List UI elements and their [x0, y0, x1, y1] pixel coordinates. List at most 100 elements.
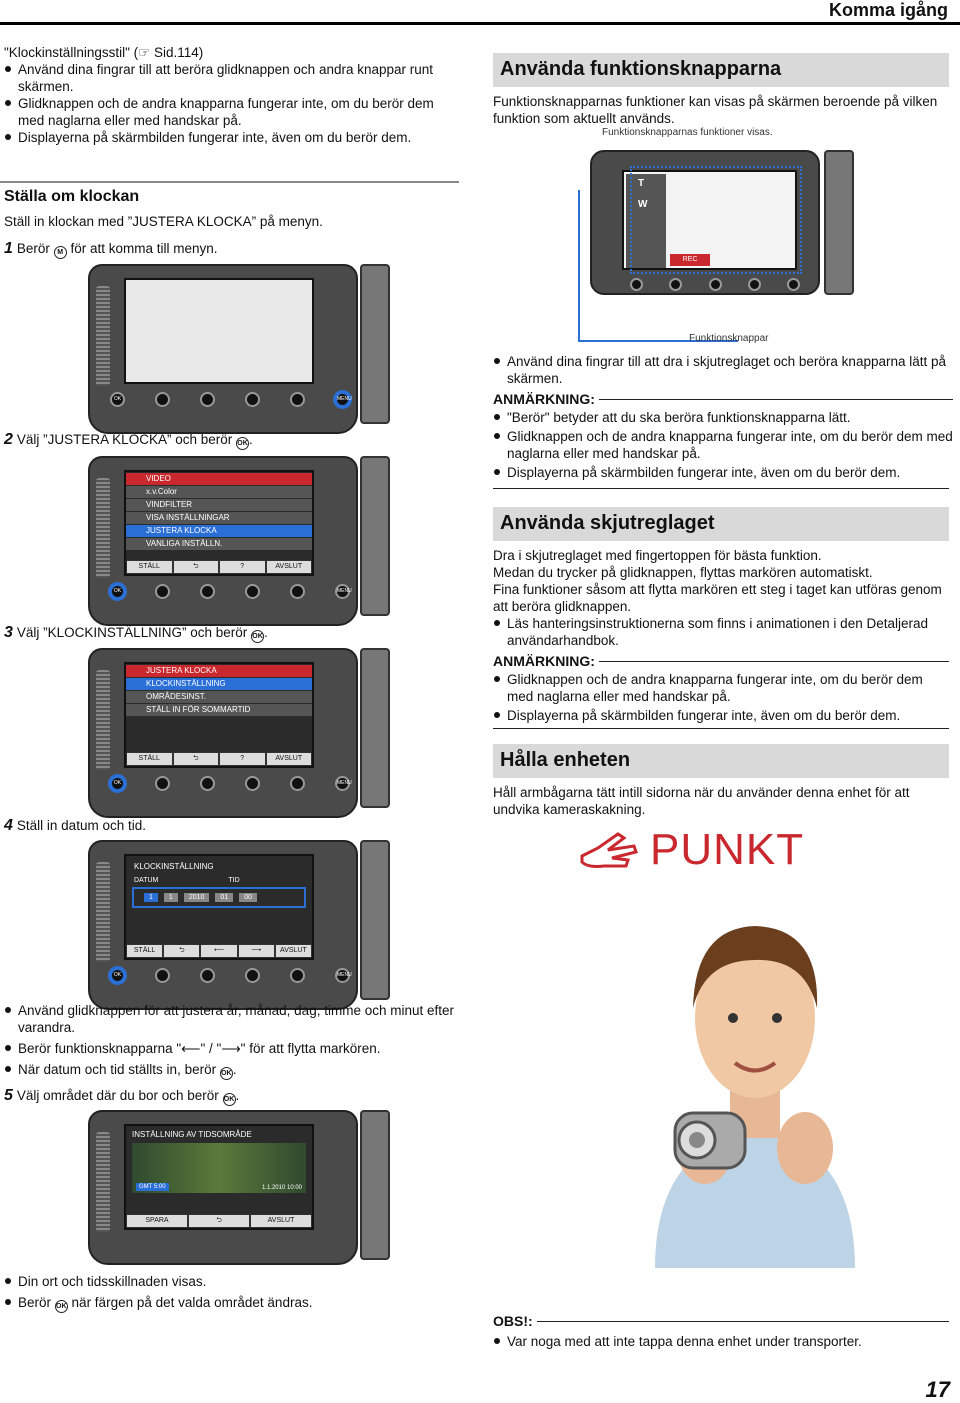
note-bullet: Displayerna på skärmbilden fungerar inte…	[493, 464, 953, 481]
note-bullet: Displayerna på skärmbilden fungerar inte…	[493, 707, 949, 724]
camera-buttons: OK MENU	[110, 968, 352, 983]
softkey: ⟶	[238, 945, 274, 957]
softkey: ⮌	[173, 753, 218, 765]
function-button-icon	[155, 584, 170, 599]
section-rule	[0, 181, 459, 183]
ok-button-icon: OK	[110, 776, 125, 791]
function-button-icon	[200, 584, 215, 599]
step-bullet: När datum och tid ställts in, berör OK.	[4, 1061, 474, 1080]
camera-lcd-flap	[360, 456, 390, 616]
function-button-icon	[708, 278, 722, 291]
slider-grip	[96, 862, 110, 962]
softkeys: STÄLL⮌?AVSLUT	[126, 560, 312, 574]
function-button-icon	[155, 968, 170, 983]
menu-row: VIDEO	[126, 473, 312, 485]
softkeys: SPARA⮌AVSLUT	[126, 1214, 312, 1228]
zoom-w-label: W	[638, 199, 648, 210]
step-text: Berör	[18, 1295, 52, 1310]
menu-icon: M	[53, 246, 67, 259]
camera-lcd-flap	[360, 1110, 390, 1260]
menu-row: STÄLL IN FÖR SOMMARTID	[126, 704, 312, 716]
section-rule	[493, 488, 949, 489]
menu-button-icon	[787, 278, 800, 291]
camera-lcd-flap	[360, 840, 390, 1000]
menu-row-selected: KLOCKINSTÄLLNING	[126, 678, 312, 690]
zoom-t-label: T	[638, 178, 645, 189]
note-bullet: "Berör" betyder att du ska beröra funkti…	[493, 409, 953, 426]
softkey: ⟵	[201, 945, 237, 957]
date-field: 1	[144, 893, 158, 902]
person-holding-camera-illustration	[655, 926, 855, 1268]
time-field: 00	[239, 893, 257, 902]
func-caption-bottom: Funktionsknappar	[689, 333, 769, 344]
step-number: 2	[4, 431, 13, 448]
function-button-icon	[155, 776, 170, 791]
ref-line: "Klockinställningsstil" (☞ Sid.114)	[4, 45, 204, 60]
menu-row: VANLIGA INSTÄLLN.	[126, 538, 312, 550]
callout-line	[578, 340, 738, 342]
softkey: AVSLUT	[275, 945, 312, 957]
step-number: 3	[4, 624, 13, 641]
date-field: 1	[163, 893, 178, 902]
note-heading: ANMÄRKNING:	[493, 653, 949, 669]
camera-menu-screen: JUSTERA KLOCKA KLOCKINSTÄLLNING OMRÅDESI…	[124, 662, 314, 768]
slider-bullet: Läs hanteringsinstruktionerna som finns …	[493, 615, 958, 649]
menu-row: VISA INSTÄLLNINGAR	[126, 512, 312, 524]
tid-label: TID	[228, 877, 240, 884]
func-notes: Använd dina fingrar till att dra i skjut…	[493, 353, 953, 481]
section-rule	[493, 728, 949, 729]
function-button-icon	[747, 278, 761, 291]
softkey: ?	[220, 753, 265, 765]
softkey: ?	[220, 561, 265, 573]
ok-icon: OK	[251, 630, 264, 643]
step-bullet: Berör funktionsknapparna "⟵" / "⟶" för a…	[4, 1040, 474, 1057]
slider-grip	[96, 478, 110, 578]
step-text: När datum och tid ställts in, berör	[18, 1062, 217, 1077]
section-hold-title: Hålla enheten	[493, 744, 949, 778]
ok-icon: OK	[236, 437, 249, 450]
step-text: .	[249, 432, 253, 447]
punkt-logo: PUNKT	[578, 825, 804, 875]
softkey: AVSLUT	[251, 1215, 311, 1227]
camera-timezone-screen: INSTÄLLNING AV TIDSOMRÅDE GMT 5:00 1.1.2…	[124, 1124, 314, 1230]
function-button-icon	[290, 968, 305, 983]
step5-bullets: Din ort och tidsskillnaden visas. Berör …	[4, 1273, 474, 1313]
func-intro: Funktionsknapparnas funktioner kan visas…	[493, 94, 938, 126]
step-text: Berör	[16, 241, 50, 256]
note-heading: ANMÄRKNING:	[493, 391, 953, 407]
camera-buttons: OK MENU	[110, 584, 352, 599]
softkeys: STÄLL⮌?AVSLUT	[126, 752, 312, 766]
func-bullet: Använd dina fingrar till att dra i skjut…	[493, 353, 953, 387]
slider-grip	[96, 670, 110, 770]
ok-button-icon: OK	[110, 968, 125, 983]
softkey: SPARA	[127, 1215, 187, 1227]
function-button-icon	[200, 392, 215, 407]
step-number: 1	[4, 240, 13, 257]
step-text: .	[235, 1088, 240, 1103]
slider-paragraph: Dra i skjutreglaget med fingertoppen för…	[493, 548, 822, 563]
step4-bullets: Använd glidknappen för att justera år, m…	[4, 1002, 474, 1080]
ok-button-icon: OK	[110, 584, 125, 599]
header-rule	[0, 22, 960, 25]
camera-screen: T W REC	[622, 170, 797, 270]
hold-text: Håll armbågarna tätt intill sidorna när …	[493, 785, 910, 817]
intro-bullet: Displayerna på skärmbilden fungerar inte…	[4, 129, 459, 146]
menu-button-icon: MENU	[335, 584, 352, 599]
step-text: för att komma till menyn.	[70, 241, 218, 256]
menu-button-icon: MENU	[335, 968, 352, 983]
intro-bullet: Glidknappen och de andra knapparna funge…	[4, 95, 459, 129]
time-field: 01	[215, 893, 234, 902]
date-time-fields: 1 1 2010 01 00	[132, 887, 306, 908]
step-text: Välj ”KLOCKINSTÄLLNING” och berör	[16, 625, 248, 640]
timezone-date: 1.1.2010 10:00	[261, 1185, 302, 1191]
step-bullet: Använd glidknappen för att justera år, m…	[4, 1002, 474, 1036]
function-button-icon	[290, 584, 305, 599]
obs-heading: OBS!:	[493, 1313, 949, 1329]
softkey: ⮌	[189, 1215, 249, 1227]
ok-icon: OK	[222, 1093, 236, 1106]
